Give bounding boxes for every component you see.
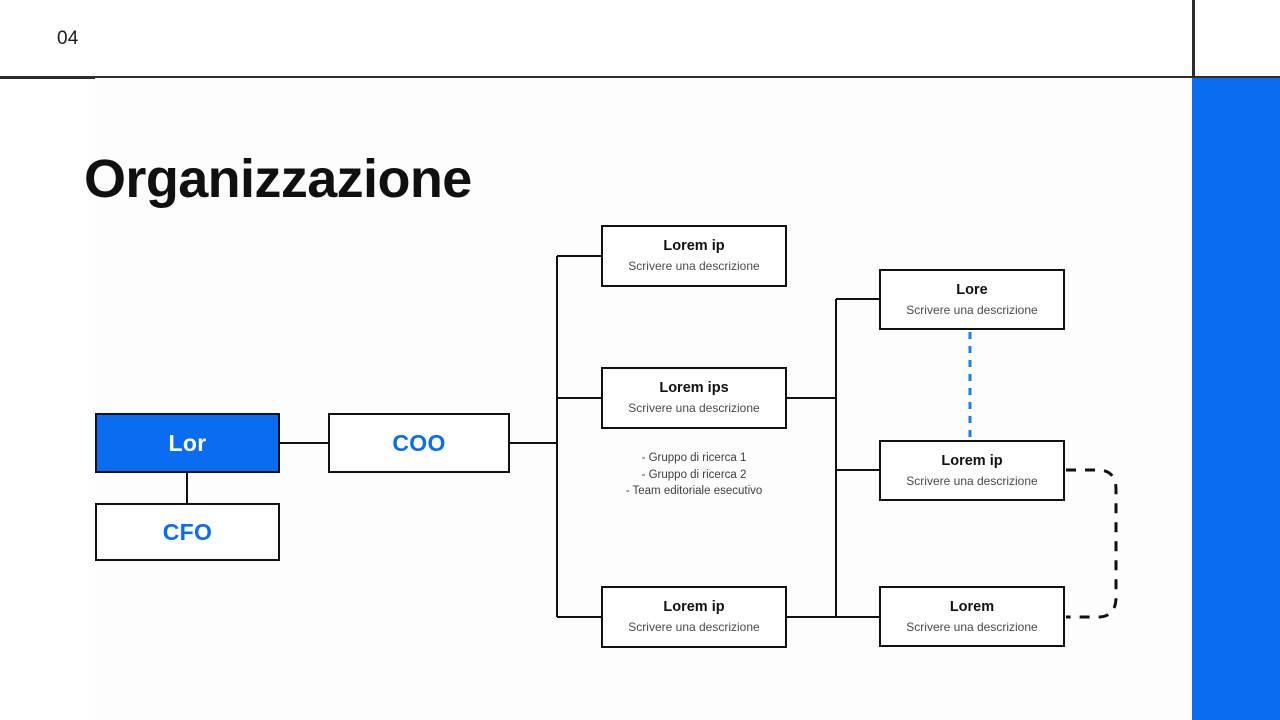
node-right-bot[interactable]: Lorem Scrivere una descrizione bbox=[879, 586, 1065, 647]
node-cfo[interactable]: CFO bbox=[95, 503, 280, 561]
group-list: - Gruppo di ricerca 1 - Gruppo di ricerc… bbox=[600, 450, 788, 500]
group-list-item: - Team editoriale esecutivo bbox=[625, 485, 763, 497]
header-divider-vertical bbox=[1192, 0, 1195, 78]
node-ceo-label: Lor bbox=[168, 429, 207, 456]
group-list-item: - Gruppo di ricerca 1 bbox=[641, 452, 747, 464]
node-right-mid-label: Lorem ip bbox=[941, 452, 1003, 469]
node-mid-top-label: Lorem ip bbox=[663, 238, 725, 255]
header-divider-horizontal bbox=[0, 76, 1280, 79]
node-right-top-label: Lore bbox=[956, 281, 988, 298]
node-mid-top[interactable]: Lorem ip Scrivere una descrizione bbox=[601, 225, 787, 287]
node-mid-bot-label: Lorem ip bbox=[663, 599, 725, 616]
page-title: Organizzazione bbox=[84, 149, 472, 209]
node-coo[interactable]: COO bbox=[328, 413, 510, 473]
slide-header bbox=[0, 0, 1280, 78]
node-mid-bot-description: Scrivere una descrizione bbox=[628, 620, 760, 635]
node-ceo[interactable]: Lor bbox=[95, 413, 280, 473]
node-right-top-description: Scrivere una descrizione bbox=[906, 302, 1038, 317]
node-cfo-label: CFO bbox=[162, 518, 213, 545]
edge-dashed-loop bbox=[1066, 468, 1118, 619]
node-right-bot-description: Scrivere una descrizione bbox=[906, 619, 1038, 634]
node-right-mid-description: Scrivere una descrizione bbox=[906, 473, 1038, 488]
group-list-item: - Gruppo di ricerca 2 bbox=[641, 468, 747, 481]
page-number: 04 bbox=[57, 28, 79, 49]
node-right-top[interactable]: Lore Scrivere una descrizione bbox=[879, 269, 1065, 330]
node-mid-mid-label: Lorem ips bbox=[659, 380, 729, 397]
node-coo-label: COO bbox=[392, 429, 446, 456]
node-right-bot-label: Lorem bbox=[949, 598, 995, 615]
node-mid-top-description: Scrivere una descrizione bbox=[628, 259, 760, 274]
node-mid-mid[interactable]: Lorem ips Scrivere una descrizione bbox=[601, 367, 787, 429]
node-mid-mid-description: Scrivere una descrizione bbox=[628, 401, 760, 416]
accent-bar bbox=[1192, 78, 1280, 720]
node-right-mid[interactable]: Lorem ip Scrivere una descrizione bbox=[879, 440, 1065, 501]
node-mid-bot[interactable]: Lorem ip Scrivere una descrizione bbox=[601, 586, 787, 648]
